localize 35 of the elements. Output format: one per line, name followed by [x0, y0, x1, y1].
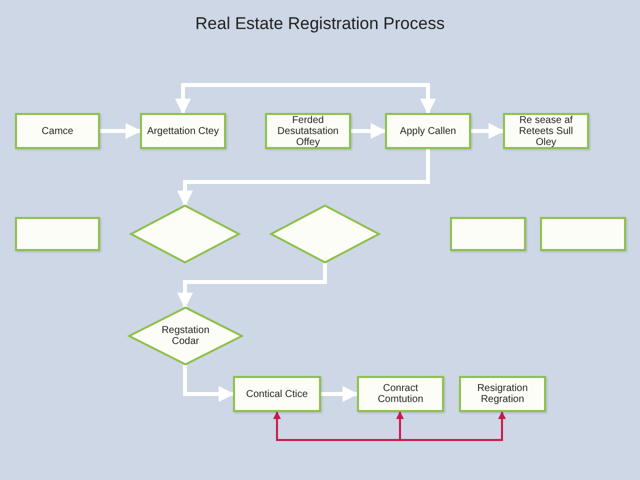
arrow [396, 411, 404, 440]
process-box [450, 217, 526, 251]
diagram-title: Real Estate Registration Process [194, 14, 446, 34]
process-box [540, 217, 626, 251]
arrow [273, 411, 400, 441]
process-box [459, 376, 546, 412]
arrow [100, 123, 142, 139]
node-label: Contical Ctice [246, 388, 308, 400]
node-label: Re sease af Reteets Sull Oley [518, 114, 574, 148]
process-box [503, 113, 589, 149]
arrow [177, 263, 327, 309]
process-box [233, 376, 321, 412]
process-box [15, 113, 100, 149]
arrow [400, 411, 506, 441]
process-box [265, 113, 351, 149]
node-label: Conract Comtution [376, 383, 424, 405]
node-label: Ferded Desutatsation Offey [276, 114, 340, 148]
arrow [175, 83, 436, 115]
node-label: Regstation Codar [160, 325, 210, 347]
process-box [357, 376, 444, 412]
arrow [321, 386, 359, 402]
node-label: Resigration Regration [476, 383, 529, 405]
node-label: Argettation Ctey [147, 126, 219, 136]
process-box [15, 217, 100, 251]
arrow [471, 123, 505, 139]
decision-diamond [270, 205, 380, 263]
arrow [177, 149, 430, 207]
process-box [140, 113, 226, 149]
arrow [183, 365, 235, 402]
process-box [385, 113, 471, 149]
arrow [351, 123, 387, 139]
decision-diamond [130, 205, 240, 263]
node-label: Apply Callen [400, 126, 456, 136]
node-label: Camce [42, 126, 74, 136]
decision-diamond [128, 307, 243, 365]
